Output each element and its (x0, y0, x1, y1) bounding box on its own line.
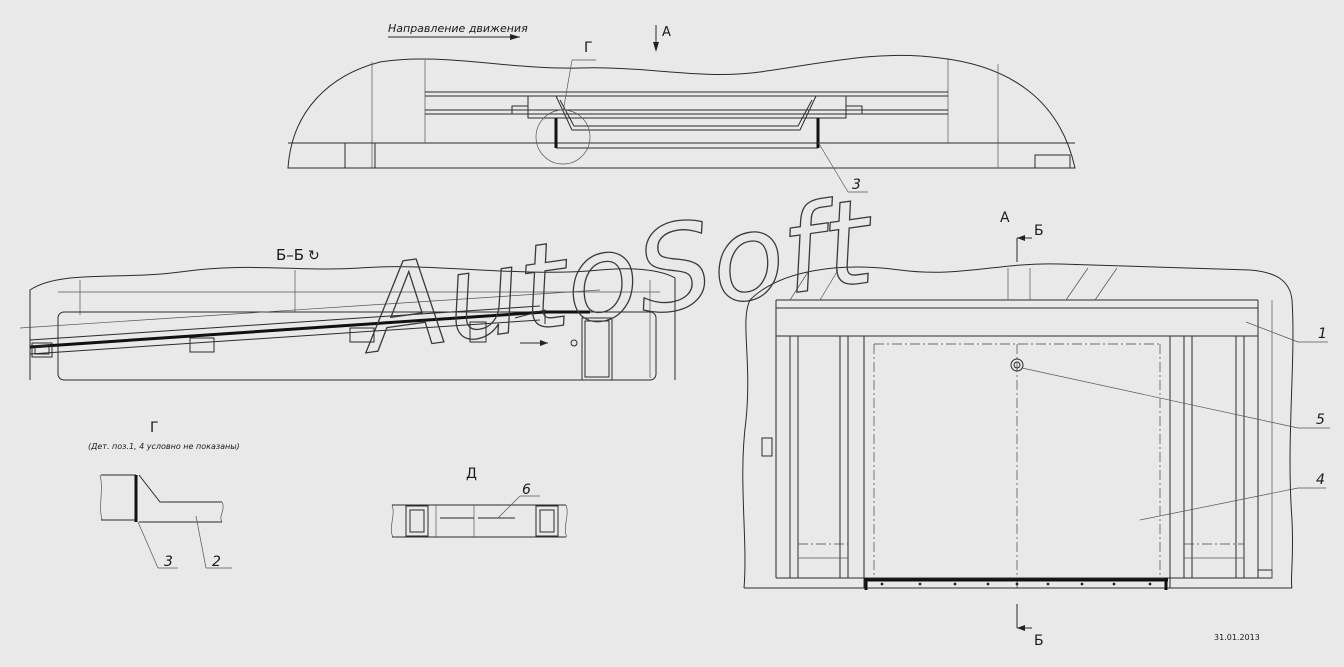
detail-d: Д 6 (390, 466, 568, 538)
section-bb-outline (29, 266, 676, 380)
detail-g-callout-2: 2 (212, 554, 221, 570)
detail-g: Г (Дет. поз.1, 4 условно не показаны) 3 … (88, 420, 240, 570)
view-a-right-label: А (1000, 210, 1010, 226)
direction-label: Направление движения (388, 22, 528, 35)
vehicle-body-outline (287, 54, 1076, 169)
detail-g-callout-3: 3 (164, 554, 173, 570)
direction-arrow-head (510, 34, 520, 40)
detail-d-callout-6: 6 (522, 482, 531, 498)
section-bb: Б–Б ↻ (19, 246, 676, 381)
callout-3-top: 3 (852, 177, 861, 193)
detail-d-title: Д (466, 466, 477, 482)
ramp-frame (527, 95, 847, 119)
watermark: AutoSoft (350, 172, 884, 381)
detail-g-title: Г (150, 420, 159, 436)
view-g-top-label: Г (584, 40, 593, 56)
detail-g-note: (Дет. поз.1, 4 условно не показаны) (88, 442, 240, 451)
rivet-row (880, 582, 1152, 586)
view-a-arrow-head (653, 42, 659, 52)
callout-5: 5 (1316, 412, 1325, 428)
section-b-top: Б (1034, 223, 1044, 239)
section-b-bottom: Б (1034, 633, 1044, 649)
callout-1: 1 (1318, 326, 1327, 342)
section-bb-title: Б–Б (276, 246, 304, 264)
callout-4: 4 (1316, 472, 1325, 488)
date-stamp: 31.01.2013 (1214, 633, 1260, 642)
top-view: Направление движения А Г (287, 22, 1076, 193)
view-a-outline (742, 263, 1294, 589)
view-a-right: А Б (742, 210, 1330, 649)
view-a-top-label: А (662, 25, 671, 40)
rotate-symbol: ↻ (308, 248, 320, 264)
